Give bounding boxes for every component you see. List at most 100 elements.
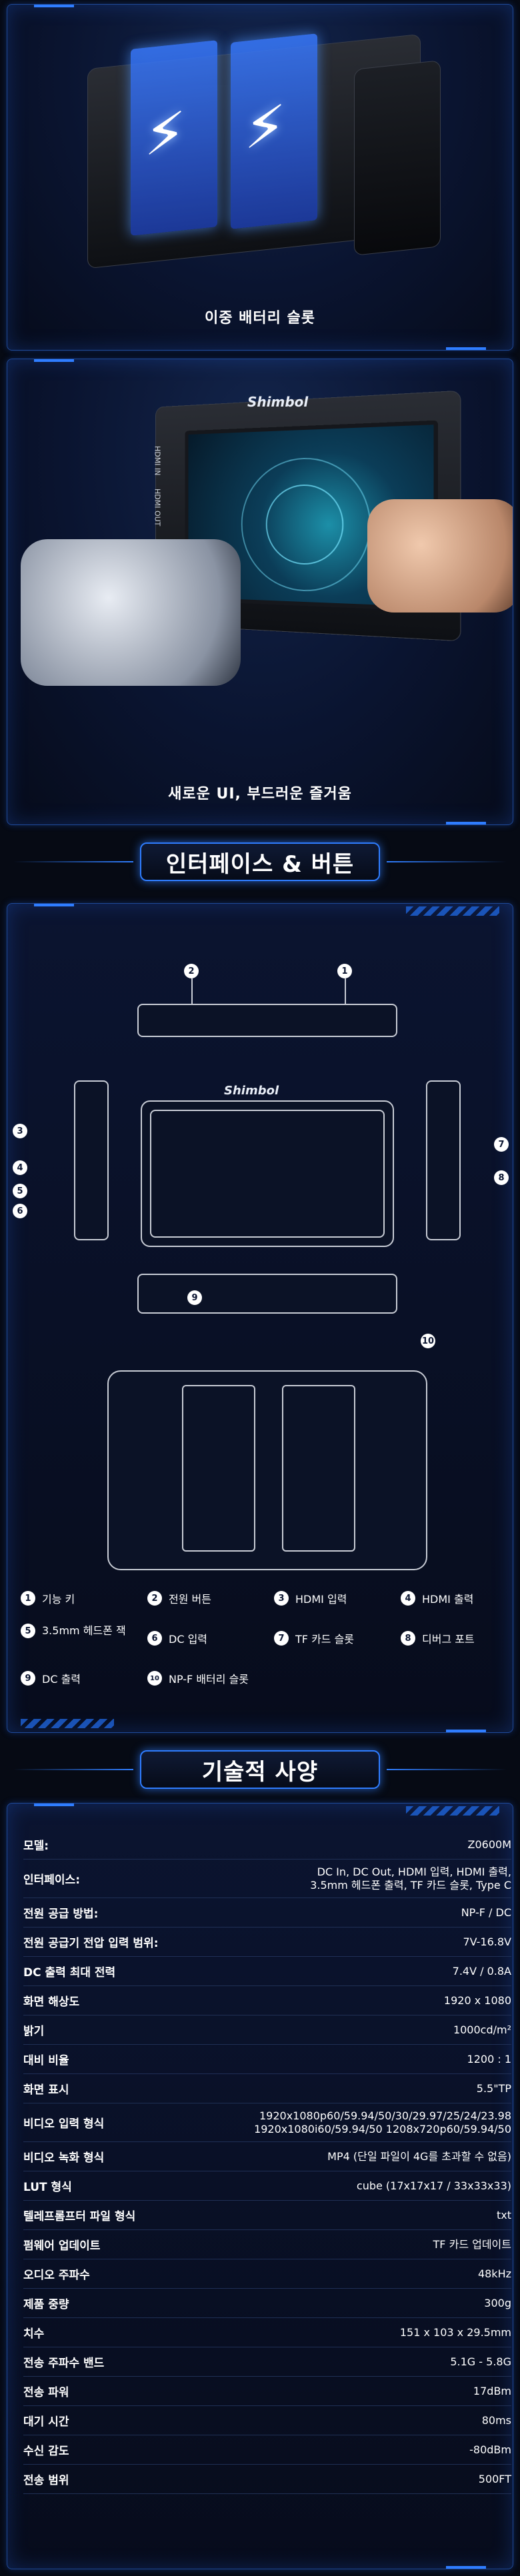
legend-label: HDMI 입력 [295, 1593, 347, 1606]
spec-label: 전송 주파수 밴드 [23, 2357, 105, 2370]
spec-row: 제품 중량 300g [23, 2289, 511, 2318]
specs-title: 기술적 사양 [140, 1750, 380, 1789]
spec-label: 비디오 입력 형식 [23, 2117, 105, 2131]
spec-label: 인터페이스: [23, 1874, 80, 1887]
decor-stripes [21, 1719, 114, 1728]
spec-row: 전송 주파수 밴드 5.1G - 5.8G [23, 2347, 511, 2377]
spec-row: 인터페이스: DC In, DC Out, HDMI 입력, HDMI 출력, 3… [23, 1860, 511, 1898]
legend-number: 4 [401, 1591, 415, 1606]
title-rule-left [13, 861, 133, 862]
callout-5: 5 [13, 1184, 27, 1198]
spec-value: NP-F / DC [461, 1906, 511, 1919]
spec-value: 1000cd/m² [453, 2023, 511, 2036]
new-ui-section: Shimbol HDMI IN HDMI OUT 새로운 UI, 부드러운 즐거… [7, 359, 513, 825]
spec-value: MP4 (단일 파일이 4G를 초과할 수 없음) [327, 2149, 511, 2163]
callout-9: 9 [187, 1290, 202, 1305]
callout-line [345, 978, 346, 1005]
spec-label: 전원 공급기 전압 입력 범위: [23, 1937, 159, 1950]
spec-value: 5.5"TP [476, 2081, 511, 2095]
decor-stripes [406, 1806, 499, 1816]
monitor-side-image [354, 60, 441, 256]
spec-label: 전원 공급 방법: [23, 1908, 99, 1921]
spec-label: 치수 [23, 2327, 45, 2341]
front-view-drawing [141, 1100, 394, 1247]
spec-row: 전원 공급 방법: NP-F / DC [23, 1898, 511, 1928]
legend-number: 2 [147, 1591, 162, 1606]
hdmi-out-label: HDMI OUT [153, 488, 162, 527]
lightning-bolt-icon: ⚡ [144, 99, 187, 169]
legend-item: 2 전원 버튼 [147, 1590, 211, 1606]
legend-label: 디버그 포트 [422, 1633, 475, 1646]
lightning-bolt-icon: ⚡ [244, 93, 287, 163]
spec-label: DC 출력 최대 전력 [23, 1966, 116, 1979]
spec-value: -80dBm [469, 2443, 511, 2456]
callout-6: 6 [13, 1204, 27, 1218]
legend-label: 기능 키 [42, 1593, 75, 1606]
legend-label: DC 출력 [42, 1673, 81, 1686]
callout-10: 10 [421, 1334, 435, 1348]
spec-label: 화면 해상도 [23, 1995, 80, 2009]
callout-2: 2 [184, 964, 199, 978]
legend-label: HDMI 출력 [422, 1593, 474, 1606]
legend-number: 5 [21, 1624, 35, 1638]
spec-label: 텔레프롬프터 파일 형식 [23, 2210, 136, 2223]
spec-value: Z0600M [467, 1838, 511, 1851]
spec-value: DC In, DC Out, HDMI 입력, HDMI 출력, 3.5mm 헤… [310, 1865, 511, 1892]
back-view-drawing [107, 1370, 427, 1570]
legend-label: 3.5mm 헤드폰 잭 [42, 1624, 126, 1638]
interface-title-bar: 인터페이스 & 버튼 [0, 838, 520, 885]
spec-value: 1920 x 1080 [443, 1993, 511, 2007]
callout-line [191, 978, 193, 1005]
spec-label: LUT 형식 [23, 2181, 72, 2194]
callout-3: 3 [13, 1124, 27, 1138]
spec-value: 48kHz [477, 2267, 511, 2280]
legend-number: 6 [147, 1631, 162, 1646]
spec-row: 수신 감도-80dBm [23, 2435, 511, 2465]
spec-value: 300g [484, 2296, 511, 2309]
spec-value: txt [496, 2208, 511, 2221]
spec-value: 7.4V / 0.8A [452, 1964, 511, 1977]
legend-label: TF 카드 슬롯 [295, 1633, 355, 1646]
spec-row: 밝기 1000cd/m² [23, 2015, 511, 2045]
legend-number: 9 [21, 1671, 35, 1686]
spec-label: 모델: [23, 1840, 49, 1853]
legend-label: 전원 버튼 [169, 1593, 211, 1606]
spec-value: cube (17x17x17 / 33x33x33) [356, 2179, 511, 2192]
spec-value: TF 카드 업데이트 [433, 2237, 511, 2251]
spec-value: 500FT [478, 2472, 511, 2485]
battery-caption: 이중 배터리 슬롯 [205, 310, 315, 327]
legend-item: 10 NP-F 배터리 슬롯 [147, 1670, 249, 1686]
spec-label: 제품 중량 [23, 2298, 69, 2311]
top-view-drawing [137, 1004, 397, 1037]
callout-8: 8 [494, 1170, 509, 1185]
title-rule-right [387, 1769, 507, 1770]
spec-value: 1920x1080p60/59.94/50/30/29.97/25/24/23.… [254, 2109, 511, 2135]
hdmi-port-labels: HDMI IN HDMI OUT [146, 439, 169, 533]
left-side-drawing [74, 1080, 109, 1240]
brand-logo: Shimbol [247, 394, 309, 410]
spec-value: 5.1G - 5.8G [450, 2355, 511, 2368]
spec-label: 펌웨어 업데이트 [23, 2239, 101, 2253]
right-side-drawing [426, 1080, 461, 1240]
spec-label: 밝기 [23, 2025, 45, 2038]
spec-row: 비디오 입력 형식 1920x1080p60/59.94/50/30/29.97/… [23, 2103, 511, 2142]
robot-hand-image [21, 539, 241, 686]
interface-title: 인터페이스 & 버튼 [140, 842, 380, 881]
legend-number: 7 [274, 1631, 289, 1646]
legend-label: NP-F 배터리 슬롯 [169, 1673, 249, 1686]
specs-section: 모델: Z0600M 인터페이스: DC In, DC Out, HDMI 입력, H… [7, 1803, 513, 2569]
spec-row: LUT 형식 cube (17x17x17 / 33x33x33) [23, 2171, 511, 2201]
legend-number: 10 [147, 1671, 162, 1686]
decor-stripes [406, 906, 499, 916]
spec-value: 7V-16.8V [463, 1935, 511, 1948]
